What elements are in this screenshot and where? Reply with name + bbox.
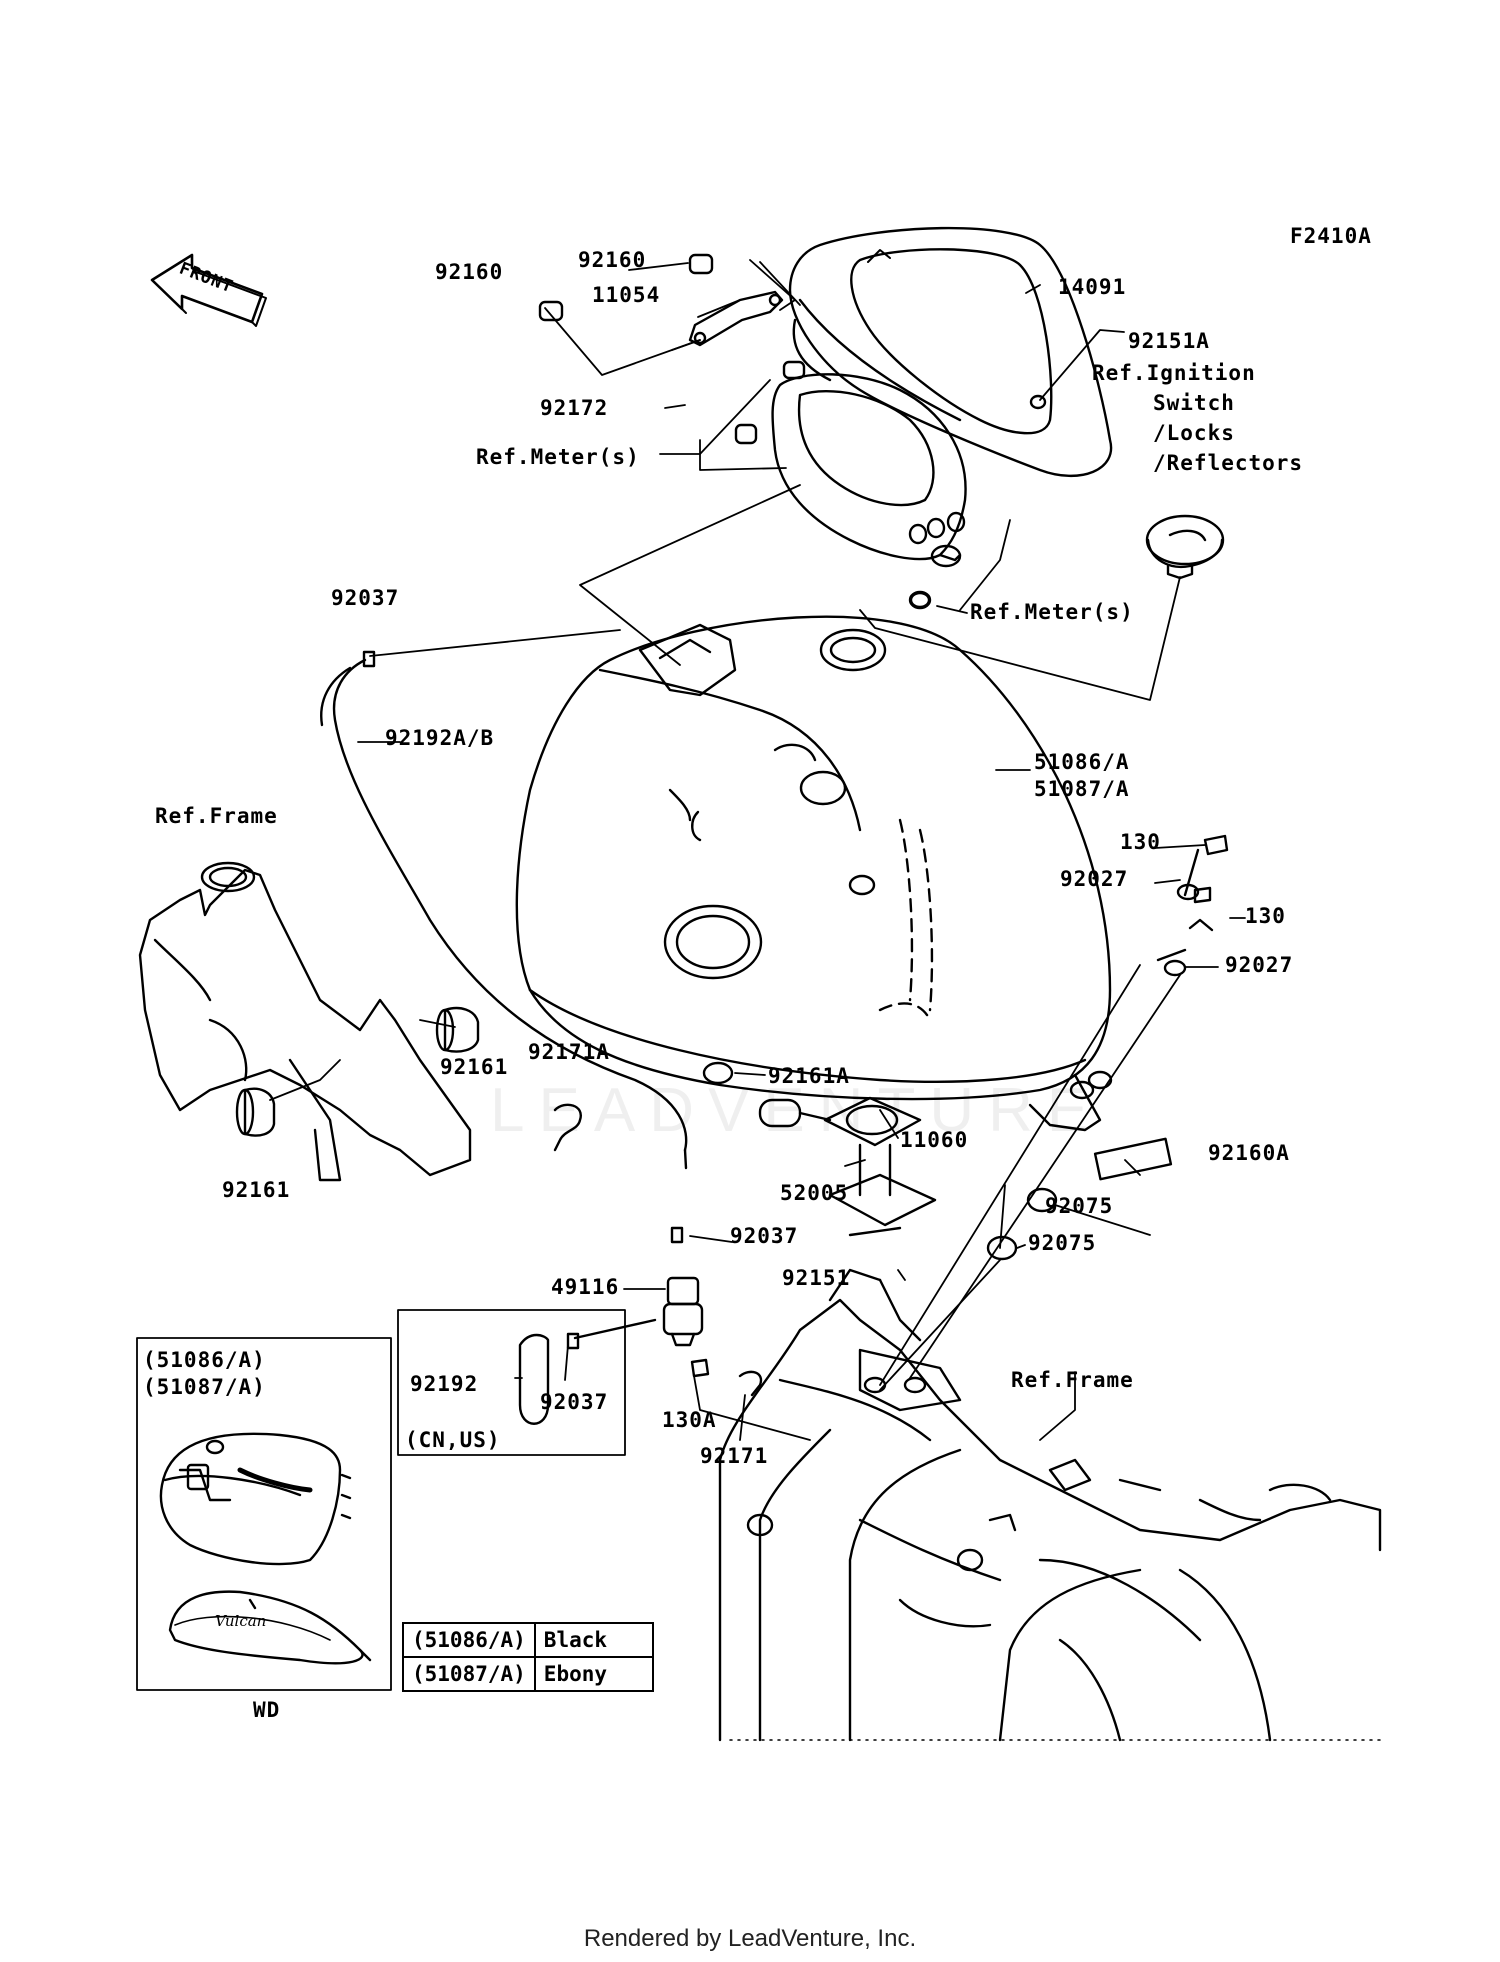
frame-right-part (718, 1268, 1382, 1742)
part-92161a: 92161A (768, 1064, 850, 1088)
part-92075: 92075 (1045, 1194, 1114, 1218)
part-51087: 51087/A (1034, 777, 1130, 801)
part-92151a: 92151A (1128, 329, 1210, 353)
ref-ignition-label: /Reflectors (1153, 451, 1304, 475)
ref-frame-label: Ref.Frame (155, 804, 278, 828)
watermark: LEADVENTURE (490, 1076, 1103, 1145)
ref-ignition-label: /Locks (1153, 421, 1235, 445)
table-row: (51086/A) Black (402, 1622, 654, 1658)
color-table-color: Ebony (533, 1656, 654, 1692)
part-92075: 92075 (1028, 1231, 1097, 1255)
part-92160: 92160 (578, 248, 647, 272)
part-92027: 92027 (1060, 867, 1129, 891)
color-table-color: Black (533, 1622, 654, 1658)
part-92192: 92192 (410, 1372, 479, 1396)
cn-us-label: (CN,US) (405, 1428, 501, 1452)
part-130: 130 (1245, 904, 1286, 928)
part-92151: 92151 (782, 1266, 851, 1290)
table-row: (51087/A) Ebony (402, 1656, 654, 1692)
part-11054: 11054 (592, 283, 661, 307)
inset-part-label: (51087/A) (143, 1375, 266, 1399)
part-51086: 51086/A (1034, 750, 1130, 774)
ref-ignition-label: Switch (1153, 391, 1235, 415)
part-92037: 92037 (540, 1390, 609, 1414)
footer-credit: Rendered by LeadVenture, Inc. (583, 1925, 917, 1952)
part-92160a: 92160A (1208, 1141, 1290, 1165)
part-92160: 92160 (435, 260, 504, 284)
color-table-part: (51087/A) (402, 1656, 536, 1692)
lower-fastener-parts (690, 1358, 763, 1397)
part-130a: 130A (662, 1408, 717, 1432)
part-14091: 14091 (1058, 275, 1127, 299)
part-49116: 49116 (551, 1275, 620, 1299)
svg-text:Vulcan: Vulcan (215, 1612, 266, 1630)
leader-lines (269, 259, 1246, 1441)
part-92161: 92161 (440, 1055, 509, 1079)
part-52005: 52005 (780, 1181, 849, 1205)
damper-part (235, 1006, 734, 1137)
hose-clamp-part (566, 1332, 580, 1350)
ignition-knob-part (1145, 514, 1225, 580)
inset-wd-label: WD (253, 1698, 281, 1722)
part-92171a: 92171A (528, 1040, 610, 1064)
frame-left-part (138, 861, 472, 1182)
fuel-pump-part (758, 1096, 937, 1237)
figure-code: F2410A (1290, 224, 1372, 248)
ref-meter-label: Ref.Meter(s) (970, 600, 1134, 624)
variant-inset-box: Vulcan (136, 1337, 392, 1691)
part-92171: 92171 (700, 1444, 769, 1468)
part-92037: 92037 (730, 1224, 799, 1248)
hose-clamp-part (670, 1226, 684, 1244)
fuel-hose-part (320, 658, 688, 1170)
valve-part (662, 1276, 704, 1347)
ref-frame-label: Ref.Frame (1011, 1368, 1134, 1392)
part-92027: 92027 (1225, 953, 1294, 977)
color-table-part: (51086/A) (402, 1622, 536, 1658)
part-130: 130 (1120, 830, 1161, 854)
inset-part-label: (51086/A) (143, 1348, 266, 1372)
meter-grommet-part (909, 591, 931, 609)
clip-part (553, 1103, 582, 1152)
grommet-part (538, 253, 806, 445)
part-92192ab: 92192A/B (385, 726, 495, 750)
front-arrow-icon (150, 253, 267, 327)
part-92037: 92037 (331, 586, 400, 610)
bracket-part (688, 290, 784, 347)
part-92172: 92172 (540, 396, 609, 420)
cn-us-hose-part (518, 1318, 657, 1425)
part-92161: 92161 (222, 1178, 291, 1202)
bolt-washer-parts (986, 834, 1229, 1261)
cn-us-box (397, 1309, 626, 1456)
fuel-tank-part (515, 615, 1112, 1132)
ref-meter-label: Ref.Meter(s) (476, 445, 640, 469)
meter-part (771, 373, 967, 610)
hose-clamp-part (362, 650, 376, 668)
meter-cover-part (788, 226, 1113, 478)
ref-ignition-label: Ref.Ignition (1092, 361, 1256, 385)
color-table: (51086/A) Black (51087/A) Ebony (402, 1622, 654, 1692)
part-11060: 11060 (900, 1128, 969, 1152)
